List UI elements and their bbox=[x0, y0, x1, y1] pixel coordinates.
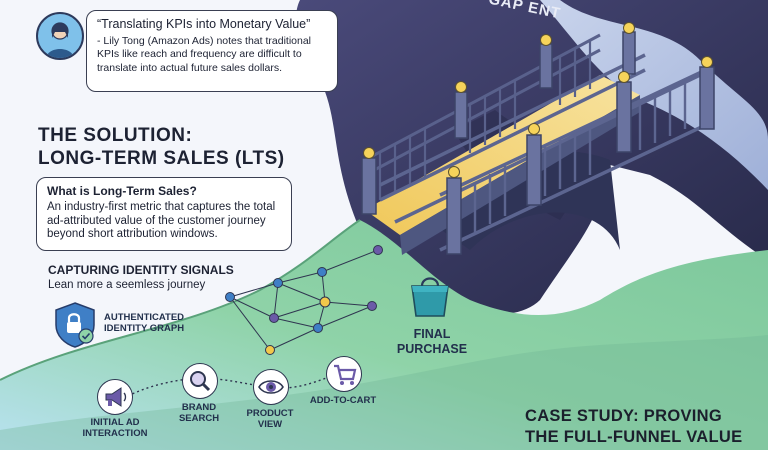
journey-step-view-label-line1: PRODUCT bbox=[246, 408, 294, 419]
lts-question: What is Long-Term Sales? bbox=[47, 184, 197, 198]
journey-step-view bbox=[253, 369, 289, 405]
case-study-heading: CASE STUDY: PROVING THE FULL-FUNNEL VALU… bbox=[525, 406, 742, 447]
journey-step-view-label-line2: VIEW bbox=[257, 419, 283, 431]
journey-step-view-label: PRODUCT VIEW bbox=[225, 408, 315, 431]
journey-step-ad bbox=[97, 379, 133, 415]
rear-railing-posts bbox=[378, 41, 592, 200]
shield-lock-icon bbox=[55, 302, 95, 348]
case-study-heading-line1: CASE STUDY: PROVING bbox=[525, 407, 722, 425]
journey-step-cart-label: ADD-TO-CART bbox=[298, 395, 388, 406]
solution-heading-line1: THE SOLUTION: bbox=[38, 125, 193, 146]
quote-callout: “Translating KPIs into Monetary Value” -… bbox=[86, 10, 338, 92]
journey-step-search-label-line2: SEARCH bbox=[178, 413, 220, 425]
cart-icon bbox=[334, 364, 357, 385]
journey-step-ad-label-line1: INITIAL AD bbox=[90, 417, 140, 428]
solution-heading: THE SOLUTION: LONG-TERM SALES (LTS) bbox=[38, 124, 285, 170]
journey-step-search-label: BRAND SEARCH bbox=[154, 402, 244, 425]
journey-step-ad-label-line2: INTERACTION bbox=[82, 428, 148, 440]
path-edge bbox=[0, 219, 361, 381]
identity-graph-label-line1: AUTHENTICATED bbox=[104, 312, 185, 323]
person-icon bbox=[46, 22, 74, 58]
identity-network-nodes bbox=[225, 245, 383, 355]
identity-graph-label: AUTHENTICATED IDENTITY GRAPH bbox=[104, 312, 184, 335]
quote-body: - Lily Tong (Amazon Ads) notes that trad… bbox=[97, 35, 312, 74]
identity-signals-subtitle: Lean more a seemless journey bbox=[48, 279, 206, 291]
identity-graph-label-line2: IDENTITY GRAPH bbox=[104, 323, 185, 335]
solution-heading-line2: LONG-TERM SALES (LTS) bbox=[38, 148, 285, 170]
journey-step-search-label-line1: BRAND bbox=[181, 402, 217, 413]
shopping-bag-icon bbox=[411, 277, 449, 317]
bridge-deck bbox=[365, 75, 640, 235]
final-purchase-line2: PURCHASE bbox=[396, 342, 468, 357]
identity-signals-title: CAPTURING IDENTITY SIGNALS bbox=[48, 263, 234, 277]
case-study-heading-line2: THE FULL-FUNNEL VALUE bbox=[525, 427, 743, 446]
journey-step-ad-label: INITIAL AD INTERACTION bbox=[70, 417, 160, 440]
journey-dotted-line bbox=[127, 371, 343, 397]
final-purchase-label: FINAL PURCHASE bbox=[392, 327, 472, 358]
identity-network-edges bbox=[229, 249, 379, 351]
lts-answer: An industry-first metric that captures t… bbox=[47, 201, 276, 241]
front-railing-rail bbox=[439, 66, 711, 252]
lamp-lights bbox=[363, 22, 713, 178]
front-railing bbox=[379, 53, 701, 224]
speaker-avatar bbox=[36, 12, 84, 60]
final-purchase-line1: FINAL bbox=[413, 327, 451, 341]
eye-icon bbox=[258, 380, 284, 394]
path-lower-band bbox=[0, 335, 768, 450]
quote-title: “Translating KPIs into Monetary Value” bbox=[97, 17, 311, 31]
lts-definition-box: What is Long-Term Sales? An industry-fir… bbox=[36, 177, 292, 251]
journey-step-cart bbox=[326, 356, 362, 392]
megaphone-icon bbox=[105, 387, 127, 407]
magnifier-icon bbox=[190, 371, 211, 392]
journey-step-cart-label-line1: ADD-TO-CART bbox=[309, 395, 377, 406]
journey-step-search bbox=[182, 363, 218, 399]
